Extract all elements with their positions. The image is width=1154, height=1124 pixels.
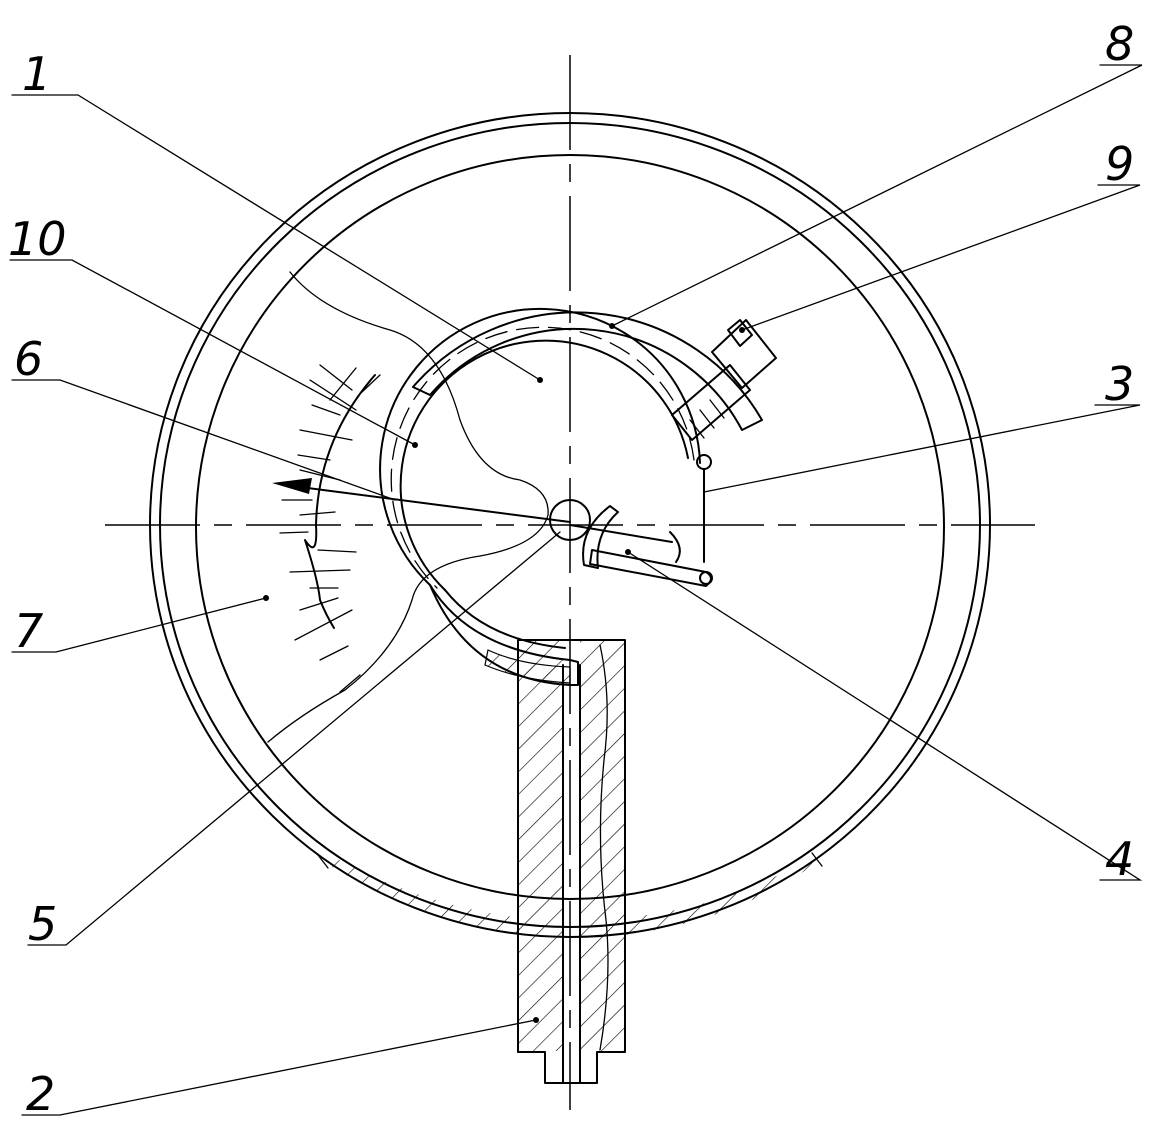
holder-fitting — [517, 639, 626, 1084]
case-hatch — [320, 855, 520, 935]
protective-guard — [412, 311, 763, 431]
callout-8: 8 — [1105, 17, 1134, 71]
case-hatch-right — [625, 855, 820, 935]
callout-3: 3 — [1105, 357, 1134, 411]
adjusting-screw — [671, 319, 777, 441]
leader-dots — [263, 323, 745, 1023]
callout-labels: 1 10 6 7 5 2 8 9 3 4 — [8, 17, 1134, 1121]
leader-lines — [9, 64, 1143, 1116]
callout-4: 4 — [1105, 832, 1134, 886]
dial-plate-cutaway — [267, 271, 549, 743]
sector-lever — [569, 505, 713, 587]
callout-7: 7 — [14, 604, 43, 658]
callout-1: 1 — [22, 47, 51, 101]
callout-9: 9 — [1105, 137, 1134, 191]
bourdon-tube — [379, 307, 712, 686]
callout-10: 10 — [8, 212, 67, 266]
callout-5: 5 — [28, 897, 57, 951]
gauge-case — [149, 112, 991, 938]
pointer — [272, 478, 571, 523]
callout-2: 2 — [26, 1067, 55, 1121]
dial-scale — [279, 364, 381, 693]
callout-6: 6 — [14, 332, 43, 386]
